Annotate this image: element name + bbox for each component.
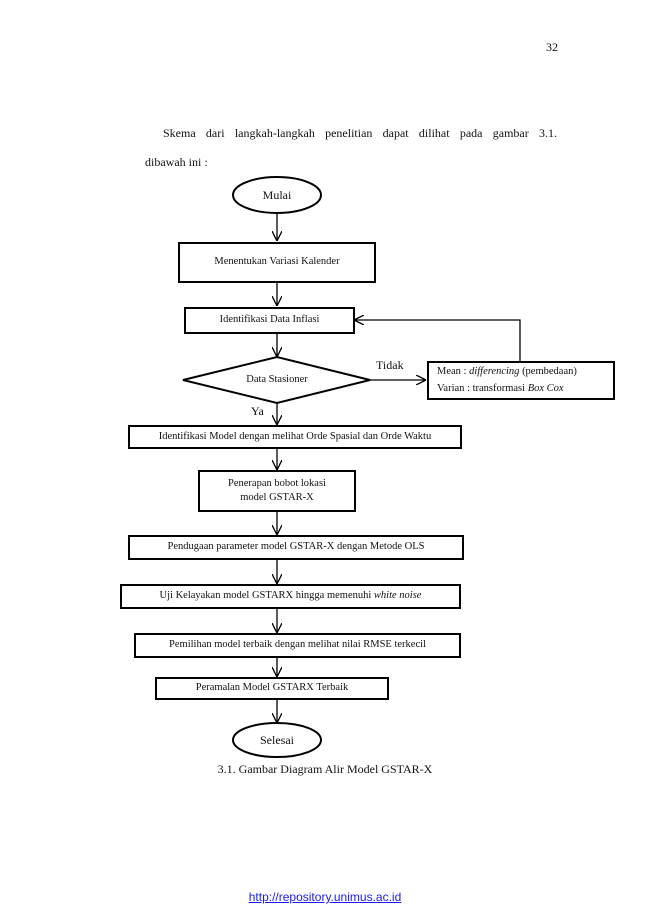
repository-link-container: http://repository.unimus.ac.id [0, 890, 650, 904]
step-menentukan-variasi-kalender: Menentukan Variasi Kalender [178, 242, 376, 283]
end-label: Selesai [260, 732, 294, 747]
repository-link[interactable]: http://repository.unimus.ac.id [248, 890, 402, 904]
figure-caption: 3.1. Gambar Diagram Alir Model GSTAR-X [217, 762, 433, 776]
page-number: 32 [546, 40, 558, 54]
end-terminator-shape [232, 722, 322, 758]
side-variance-line: Varian : transformasi Box Cox [437, 382, 564, 394]
arrow-side-to-step2 [355, 320, 521, 361]
step-pendugaan-parameter: Pendugaan parameter model GSTAR-X dengan… [128, 535, 464, 560]
start-label: Mulai [262, 187, 292, 202]
step-peramalan-model: Peramalan Model GSTARX Terbaik [155, 677, 389, 700]
intro-line-1: Skema dari langkah-langkah penelitian da… [163, 126, 557, 140]
step-identifikasi-model: Identifikasi Model dengan melihat Orde S… [128, 425, 462, 449]
decision-label: Data Stasioner [246, 373, 308, 385]
yes-label: Ya [251, 404, 264, 418]
step-pemilihan-model-terbaik: Pemilihan model terbaik dengan melihat n… [134, 633, 461, 658]
intro-line-2: dibawah ini : [145, 155, 208, 169]
side-transformation-box: Mean : differencing (pembedaan) Varian :… [427, 361, 615, 400]
step-penerapan-bobot-lokasi: Penerapan bobot lokasi model GSTAR-X [198, 470, 356, 512]
no-label: Tidak [376, 358, 404, 372]
side-mean-line: Mean : differencing (pembedaan) [437, 365, 577, 377]
step-identifikasi-data-inflasi: Identifikasi Data Inflasi [184, 307, 355, 334]
step-uji-kelayakan: Uji Kelayakan model GSTARX hingga memenu… [120, 584, 461, 609]
